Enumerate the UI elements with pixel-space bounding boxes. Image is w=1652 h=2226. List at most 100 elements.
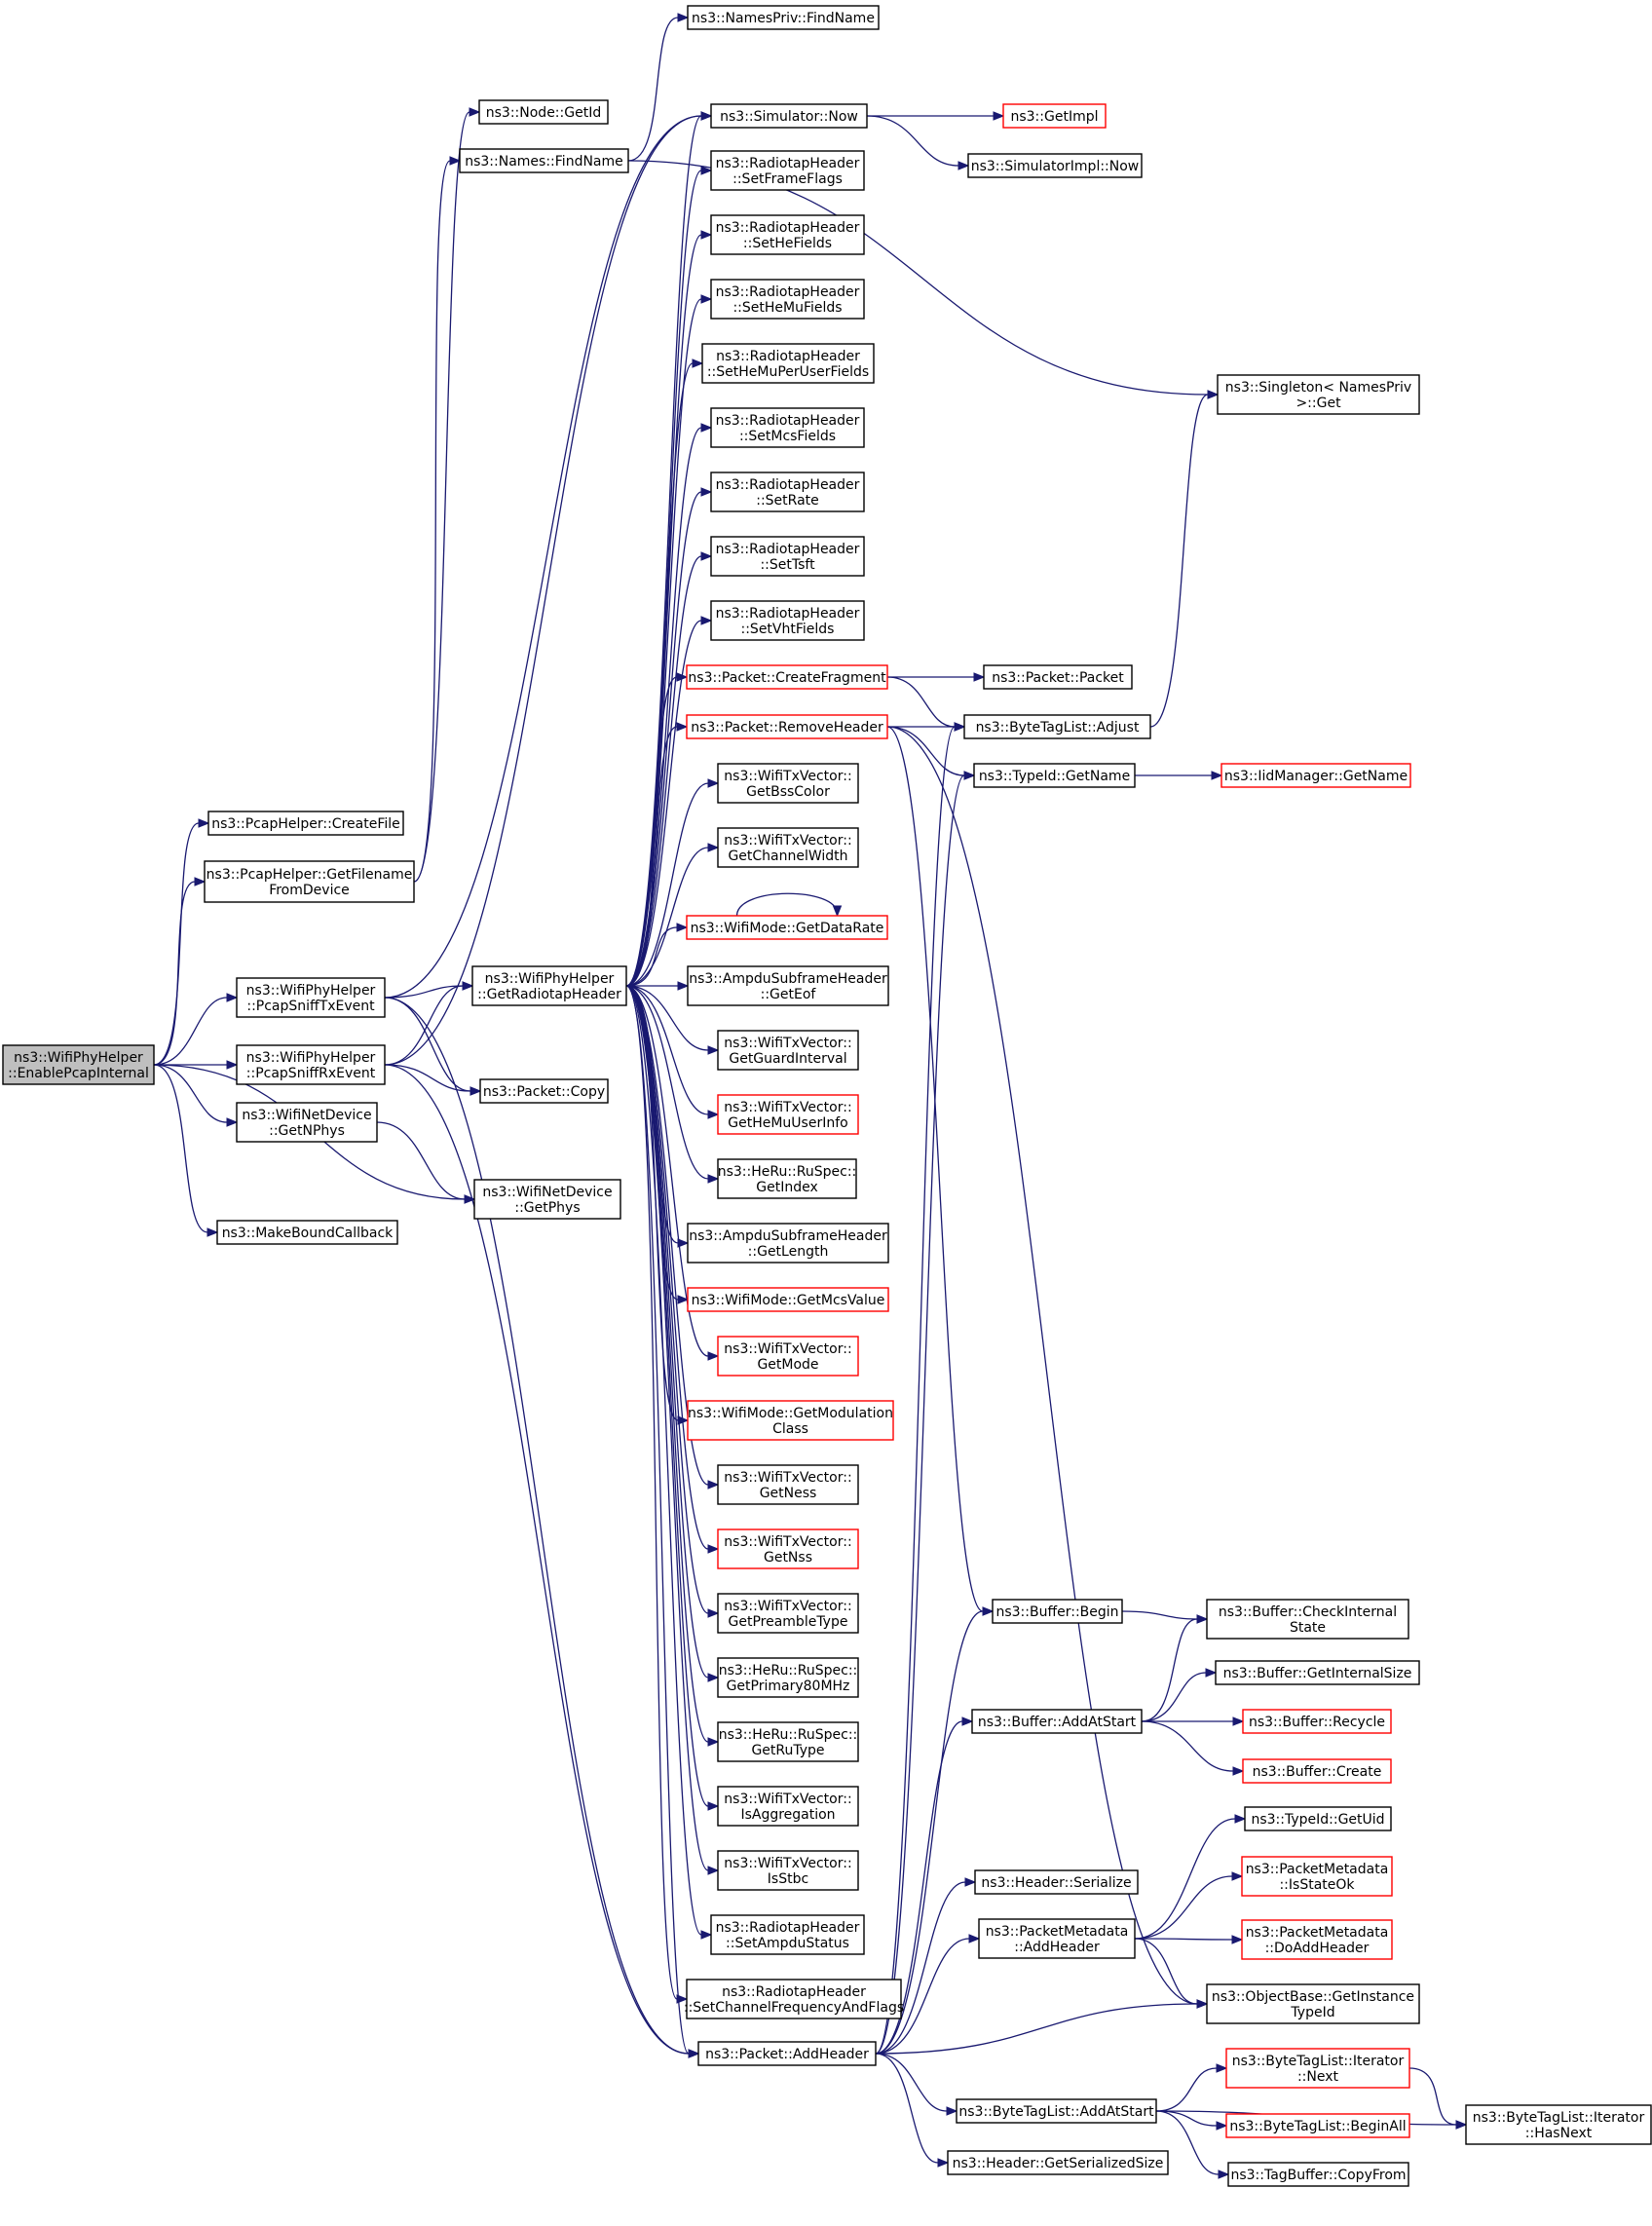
node-get-nphys[interactable]: ns3::WifiNetDevice::GetNPhys — [236, 1102, 378, 1143]
node-label: IsStbc — [768, 1871, 808, 1887]
node-packet-copy[interactable]: ns3::Packet::Copy — [479, 1078, 609, 1104]
edge-get-radiotap-to-get-mode — [625, 985, 709, 1357]
node-get-ru-type[interactable]: ns3::HeRu::RuSpec::GetRuType — [717, 1721, 859, 1762]
node-btl-iter-has-next[interactable]: ns3::ByteTagList::Iterator::HasNext — [1465, 2104, 1652, 2145]
node-pm-do-add-header[interactable]: ns3::PacketMetadata::DoAddHeader — [1241, 1919, 1393, 1960]
node-box — [207, 811, 404, 836]
node-label: ns3::TypeId::GetName — [979, 769, 1130, 784]
node-get-mcs-value[interactable]: ns3::WifiMode::GetMcsValue — [687, 1287, 889, 1312]
node-sim-impl-now[interactable]: ns3::SimulatorImpl::Now — [967, 153, 1143, 178]
node-label: ns3::GetImpl — [1010, 109, 1098, 125]
node-buffer-create[interactable]: ns3::Buffer::Create — [1242, 1758, 1392, 1784]
node-make-bound[interactable]: ns3::MakeBoundCallback — [216, 1220, 398, 1245]
node-names-find[interactable]: ns3::Names::FindName — [459, 148, 629, 173]
node-get-bss-color[interactable]: ns3::WifiTxVector::GetBssColor — [717, 763, 859, 804]
node-box — [1242, 1758, 1392, 1784]
node-header-serialize[interactable]: ns3::Header::Serialize — [974, 1869, 1139, 1895]
node-get-guard-interval[interactable]: ns3::WifiTxVector::GetGuardInterval — [717, 1030, 859, 1071]
node-buffer-recycle[interactable]: ns3::Buffer::Recycle — [1242, 1709, 1392, 1734]
node-set-channel-freq[interactable]: ns3::RadiotapHeader::SetChannelFrequency… — [684, 1979, 904, 2019]
node-names-priv-find[interactable]: ns3::NamesPriv::FindName — [687, 5, 880, 30]
node-sniff-rx[interactable]: ns3::WifiPhyHelper::PcapSniffRxEvent — [236, 1044, 386, 1085]
node-get-radiotap[interactable]: ns3::WifiPhyHelper::GetRadiotapHeader — [471, 965, 627, 1006]
node-set-ampdu-status[interactable]: ns3::RadiotapHeader::SetAmpduStatus — [710, 1914, 865, 1955]
node-buffer-add-at-start[interactable]: ns3::Buffer::AddAtStart — [971, 1709, 1143, 1734]
node-create-file[interactable]: ns3::PcapHelper::CreateFile — [207, 811, 404, 836]
edge-arrowhead — [957, 161, 970, 170]
node-get-nss[interactable]: ns3::WifiTxVector::GetNss — [717, 1528, 859, 1569]
node-label: ns3::Header::Serialize — [981, 1875, 1131, 1891]
node-label: State — [1290, 1620, 1326, 1636]
node-buffer-begin[interactable]: ns3::Buffer::Begin — [992, 1599, 1123, 1624]
node-iid-get-name[interactable]: ns3::IidManager::GetName — [1220, 763, 1411, 788]
node-sim-now[interactable]: ns3::Simulator::Now — [710, 103, 868, 129]
edge-btl-add-at-start-to-tag-buffer-copy-from — [1155, 2110, 1220, 2175]
node-get-phys[interactable]: ns3::WifiNetDevice::GetPhys — [473, 1179, 621, 1220]
node-buffer-get-internal-size[interactable]: ns3::Buffer::GetInternalSize — [1215, 1660, 1420, 1685]
node-label: ns3::HeRu::RuSpec:: — [719, 1663, 858, 1679]
node-pm-add-header[interactable]: ns3::PacketMetadata::AddHeader — [978, 1918, 1136, 1959]
node-type-id-get-uid[interactable]: ns3::TypeId::GetUid — [1244, 1806, 1392, 1831]
node-box — [710, 407, 865, 448]
node-is-aggregation[interactable]: ns3::WifiTxVector::IsAggregation — [717, 1786, 859, 1827]
node-label: ns3::Packet::Copy — [483, 1084, 605, 1100]
edge-get-radiotap-to-get-index — [625, 985, 709, 1180]
edge-arrowhead — [707, 1801, 720, 1811]
node-create-fragment[interactable]: ns3::Packet::CreateFragment — [686, 664, 888, 690]
node-get-he-mu-user-info[interactable]: ns3::WifiTxVector::GetHeMuUserInfo — [717, 1094, 859, 1135]
node-node-get-id[interactable]: ns3::Node::GetId — [478, 99, 609, 125]
node-tag-buffer-copy-from[interactable]: ns3::TagBuffer::CopyFrom — [1227, 2162, 1409, 2187]
edge-arrowhead — [973, 672, 986, 682]
edge-arrowhead — [707, 1174, 720, 1184]
node-box — [1217, 374, 1420, 415]
node-set-tsft[interactable]: ns3::RadiotapHeader::SetTsft — [710, 536, 865, 577]
node-get-length[interactable]: ns3::AmpduSubframeHeader::GetLength — [687, 1223, 889, 1264]
node-get-eof[interactable]: ns3::AmpduSubframeHeader::GetEof — [687, 965, 889, 1006]
edge-buffer-add-at-start-to-buffer-check — [1141, 1618, 1198, 1722]
node-get-preamble[interactable]: ns3::WifiTxVector::GetPreambleType — [717, 1593, 859, 1634]
node-pm-is-state-ok[interactable]: ns3::PacketMetadata::IsStateOk — [1241, 1856, 1393, 1897]
node-get-ness[interactable]: ns3::WifiTxVector::GetNess — [717, 1464, 859, 1505]
node-btl-add-at-start[interactable]: ns3::ByteTagList::AddAtStart — [956, 2098, 1157, 2124]
node-set-mcs-fields[interactable]: ns3::RadiotapHeader::SetMcsFields — [710, 407, 865, 448]
edge-arrowhead — [1231, 1935, 1244, 1944]
node-btl-begin-all[interactable]: ns3::ByteTagList::BeginAll — [1225, 2113, 1410, 2138]
node-type-id-get-name[interactable]: ns3::TypeId::GetName — [973, 763, 1136, 788]
node-get-impl[interactable]: ns3::GetImpl — [1002, 103, 1107, 129]
node-set-he-mu-per-user[interactable]: ns3::RadiotapHeader::SetHeMuPerUserField… — [701, 343, 875, 384]
node-get-mode[interactable]: ns3::WifiTxVector::GetMode — [717, 1336, 859, 1377]
node-remove-header[interactable]: ns3::Packet::RemoveHeader — [686, 714, 888, 739]
node-root[interactable]: ns3::WifiPhyHelper::EnablePcapInternal — [2, 1044, 155, 1085]
node-packet-packet[interactable]: ns3::Packet::Packet — [983, 664, 1133, 690]
edge-get-radiotap-to-is-aggregation — [625, 985, 709, 1807]
node-get-channel-width[interactable]: ns3::WifiTxVector::GetChannelWidth — [717, 827, 859, 868]
node-set-he-mu-fields[interactable]: ns3::RadiotapHeader::SetHeMuFields — [710, 279, 865, 320]
edge-remove-header-to-obj-get-instance-type-id — [886, 726, 1198, 2005]
node-add-header[interactable]: ns3::Packet::AddHeader — [697, 2041, 877, 2066]
node-sniff-tx[interactable]: ns3::WifiPhyHelper::PcapSniffTxEvent — [236, 977, 386, 1018]
node-set-frame-flags[interactable]: ns3::RadiotapHeader::SetFrameFlags — [710, 150, 865, 191]
node-is-stbc[interactable]: ns3::WifiTxVector::IsStbc — [717, 1850, 859, 1891]
node-singleton-get[interactable]: ns3::Singleton< NamesPriv >::Get — [1217, 374, 1420, 415]
node-get-primary80[interactable]: ns3::HeRu::RuSpec::GetPrimary80MHz — [717, 1657, 859, 1698]
edge-arrowhead — [677, 1238, 690, 1248]
node-get-index[interactable]: ns3::HeRu::RuSpec::GetIndex — [717, 1158, 857, 1199]
node-box — [710, 536, 865, 577]
node-set-rate[interactable]: ns3::RadiotapHeader::SetRate — [710, 472, 865, 512]
node-get-data-rate[interactable]: ns3::WifiMode::GetDataRate — [686, 915, 888, 940]
node-btl-iter-next[interactable]: ns3::ByteTagList::Iterator::Next — [1225, 2048, 1410, 2089]
node-label: ns3::WifiPhyHelper — [246, 1050, 376, 1066]
node-label: ns3::RadiotapHeader — [716, 156, 860, 171]
node-set-he-fields[interactable]: ns3::RadiotapHeader::SetHeFields — [710, 214, 865, 255]
node-btl-adjust[interactable]: ns3::ByteTagList::Adjust — [963, 714, 1151, 739]
edge-arrowhead — [700, 487, 713, 497]
edge-add-header-to-btl-adjust — [875, 726, 956, 2055]
edge-btl-iter-next-to-btl-iter-has-next — [1408, 2067, 1457, 2126]
node-header-get-serialized-size[interactable]: ns3::Header::GetSerializedSize — [947, 2150, 1169, 2175]
edge-arrowhead — [1196, 1999, 1209, 2009]
node-set-vht-fields[interactable]: ns3::RadiotapHeader::SetVhtFields — [710, 600, 865, 641]
